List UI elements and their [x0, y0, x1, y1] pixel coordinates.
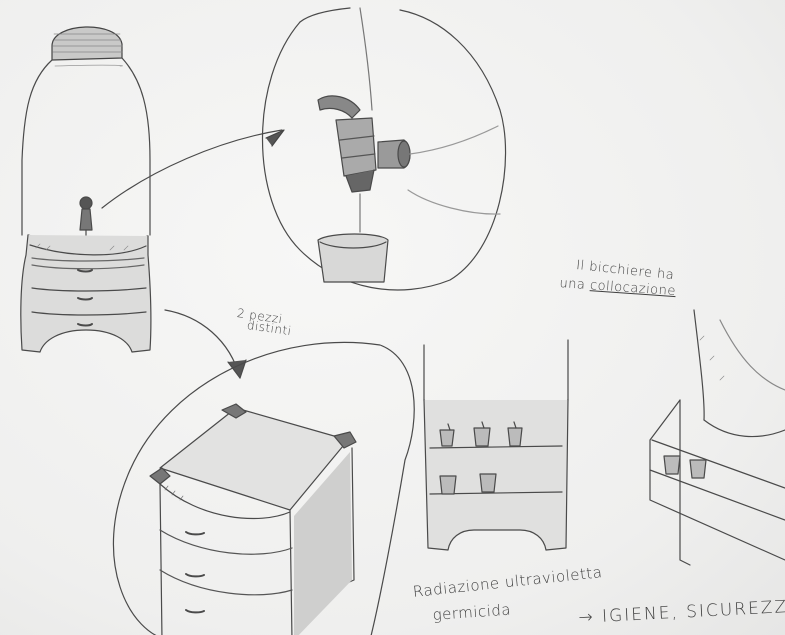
side-view-sketch — [650, 310, 785, 565]
cabinet-zoom-sketch — [113, 342, 414, 635]
glass-note-prefix: una — [559, 276, 591, 293]
tap-zoom-sketch — [263, 8, 506, 290]
dispenser-sketch — [21, 27, 151, 352]
shelf-unit-sketch — [424, 340, 568, 550]
